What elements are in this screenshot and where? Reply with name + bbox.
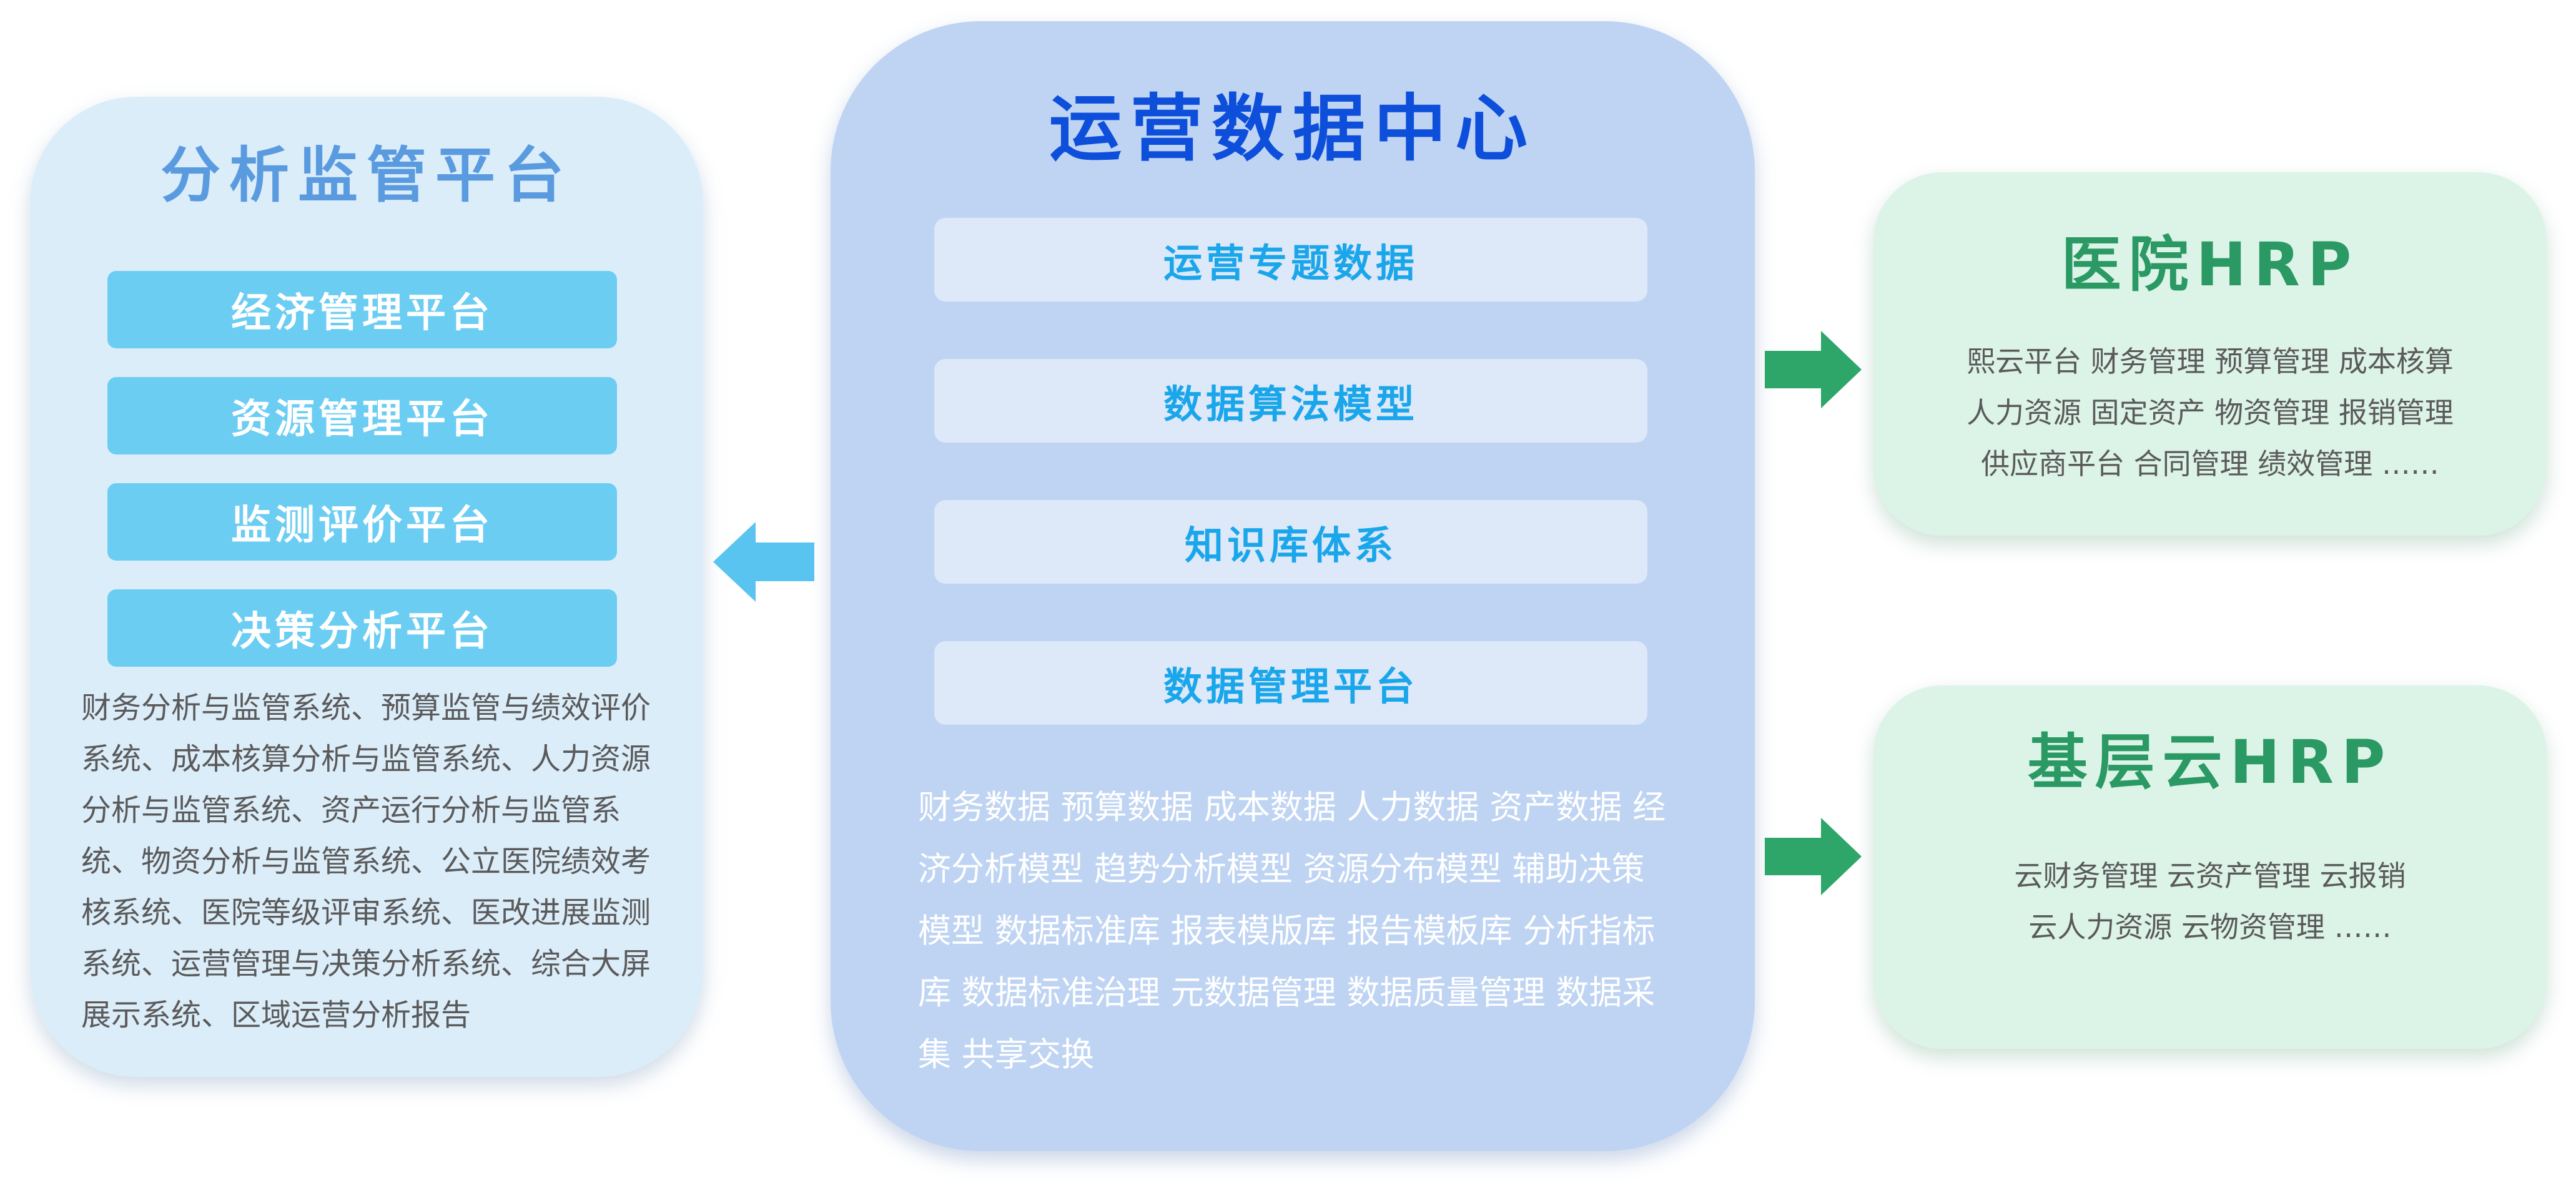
primary-cloud-hrp-line: 云财务管理 云资产管理 云报销 [2014,859,2406,893]
economic-management-button[interactable]: 经济管理平台 [107,271,617,348]
hospital-hrp-card: 医院HRP 熙云平台 财务管理 预算管理 成本核算 人力资源 固定资产 物资管理… [1873,172,2547,536]
monitoring-evaluation-button[interactable]: 监测评价平台 [107,483,617,561]
left-panel-description: 财务分析与监管系统、预算监管与绩效评价系统、成本核算分析与监管系统、人力资源分析… [81,690,651,1033]
primary-cloud-hrp-card: 基层云HRP 云财务管理 云资产管理 云报销 云人力资源 云物资管理 …… [1873,685,2547,1049]
resource-management-button[interactable]: 资源管理平台 [107,377,617,454]
hospital-hrp-title: 医院HRP [2061,230,2359,300]
data-management-platform-button[interactable]: 数据管理平台 [934,641,1647,725]
decision-analysis-button[interactable]: 决策分析平台 [107,589,617,667]
arrow-right-bottom-icon [1765,818,1862,895]
hospital-hrp-line: 熙云平台 财务管理 预算管理 成本核算 [1967,345,2454,378]
center-panel-title: 运营数据中心 [1049,87,1536,171]
operations-topic-data-button[interactable]: 运营专题数据 [934,218,1647,302]
hospital-hrp-line: 人力资源 固定资产 物资管理 报销管理 [1967,396,2454,430]
knowledge-base-button[interactable]: 知识库体系 [934,500,1647,584]
analysis-supervision-panel: 分析监管平台 经济管理平台 资源管理平台 监测评价平台 决策分析平台 财务分析与… [30,97,703,1077]
primary-cloud-hrp-description: 云财务管理 云资产管理 云报销 云人力资源 云物资管理 …… [1873,850,2547,953]
arrow-right-top-icon [1765,331,1862,408]
left-panel-title: 分析监管平台 [160,140,573,210]
primary-cloud-hrp-title: 基层云HRP [2027,727,2393,797]
data-algorithm-model-button[interactable]: 数据算法模型 [934,359,1647,443]
primary-cloud-hrp-line: 云人力资源 云物资管理 …… [2028,910,2392,944]
center-panel-description: 财务数据 预算数据 成本数据 人力数据 资产数据 经济分析模型 趋势分析模型 资… [918,788,1666,1074]
hospital-hrp-line: 供应商平台 合同管理 绩效管理 …… [1981,447,2439,481]
arrow-left-icon [713,522,814,602]
hospital-hrp-description: 熙云平台 财务管理 预算管理 成本核算 人力资源 固定资产 物资管理 报销管理 … [1873,336,2547,489]
operations-data-center-panel: 运营数据中心 运营专题数据 数据算法模型 知识库体系 数据管理平台 财务数据 预… [831,21,1755,1151]
